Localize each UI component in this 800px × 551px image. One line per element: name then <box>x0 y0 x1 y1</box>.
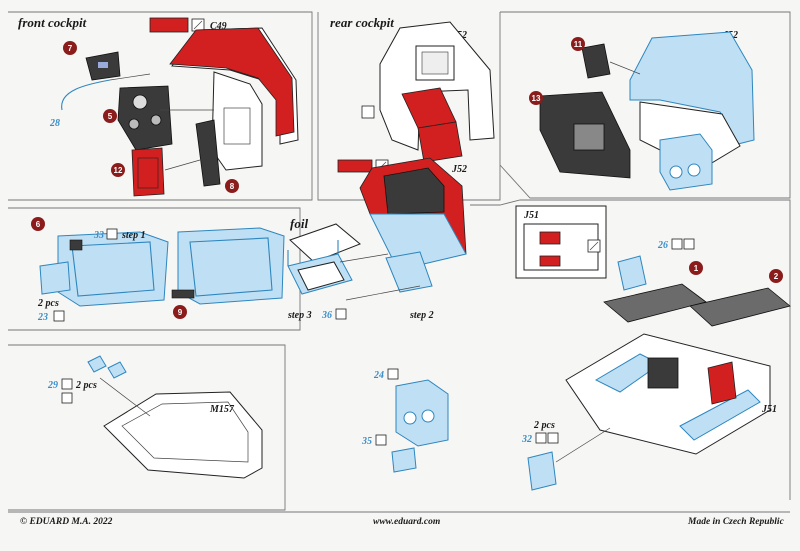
callout-13: 13 <box>529 91 543 105</box>
tub-j51: J51 <box>761 404 777 415</box>
check-icon <box>335 308 347 320</box>
wire-28 <box>61 79 111 111</box>
svg-text:11: 11 <box>574 40 583 49</box>
rear-box <box>659 133 713 191</box>
svg-text:12: 12 <box>114 166 123 175</box>
small-panel-11 <box>581 43 611 79</box>
svg-text:9: 9 <box>178 308 183 317</box>
check-icon <box>671 238 683 250</box>
canopy-part: M157 <box>209 404 235 415</box>
part-number-32: 32 <box>521 434 532 445</box>
decal-code: C49 <box>210 21 227 32</box>
front-cockpit-title: front cockpit <box>18 15 87 30</box>
side-panel-12 <box>131 147 165 197</box>
front-panel-cutout <box>211 71 263 171</box>
paint-icon <box>683 238 695 250</box>
check-icon <box>61 378 73 390</box>
tub-pcs: 2 pcs <box>533 420 555 431</box>
callout-5: 5 <box>103 109 117 123</box>
sill-pcs: 2 pcs <box>37 298 59 309</box>
part-number-26: 26 <box>657 240 668 251</box>
check-icon <box>53 310 65 322</box>
canopy-section: 29 2 pcs M157 <box>47 355 263 479</box>
part-number-23: 23 <box>37 312 48 323</box>
canopy-clip-right <box>107 361 127 379</box>
svg-text:7: 7 <box>68 44 73 53</box>
rear-cockpit-title: rear cockpit <box>330 15 394 30</box>
step-1-label: step 1 <box>121 230 146 241</box>
inset-j51: J51 <box>523 210 539 221</box>
rear-blue-sill <box>369 213 467 271</box>
copyright: © EDUARD M.A. 2022 <box>20 516 113 527</box>
callout-11: 11 <box>571 37 585 51</box>
rear-cockpit-section: rear cockpit J52 <box>330 15 495 173</box>
grille-part <box>391 447 417 473</box>
sill-section: 6 9 33 step 1 2 pcs 23 <box>31 217 285 323</box>
rear-frame-panel <box>379 21 495 151</box>
side-panel-8 <box>195 119 221 187</box>
seat-red <box>707 361 737 405</box>
tub-side-part <box>527 451 557 491</box>
part-number-35: 35 <box>361 436 372 447</box>
footer: © EDUARD M.A. 2022 www.eduard.com Made i… <box>20 516 785 527</box>
step-2-label: step 2 <box>409 310 434 321</box>
callout-8: 8 <box>225 179 239 193</box>
svg-text:8: 8 <box>230 182 235 191</box>
tub-section: J51 26 1 2 J51 2 pcs 32 <box>515 205 791 491</box>
rear-tub-part <box>385 251 433 293</box>
sill-end-left <box>39 261 71 295</box>
part-number-29: 29 <box>47 380 58 391</box>
callout-6: 6 <box>31 217 45 231</box>
section-frames <box>8 11 791 513</box>
svg-text:6: 6 <box>36 220 41 229</box>
foil-section: foil step 3 36 J52 step 2 <box>287 157 467 321</box>
box-part <box>395 379 449 447</box>
red-color-swatch-2 <box>337 159 373 173</box>
check-icon <box>535 432 547 444</box>
website[interactable]: www.eduard.com <box>373 517 440 527</box>
mesh-26 <box>617 255 647 291</box>
fold-icon <box>361 105 375 119</box>
callout-9: 9 <box>173 305 187 319</box>
origin: Made in Czech Republic <box>687 517 785 527</box>
canopy-clip-left <box>87 355 107 373</box>
part-number-28: 28 <box>49 118 60 129</box>
rear-red-j52: J52 <box>451 164 467 175</box>
check-icon <box>375 434 387 446</box>
svg-text:2: 2 <box>774 272 779 281</box>
seat-belt-2 <box>689 287 791 327</box>
svg-text:1: 1 <box>694 264 699 273</box>
canopy-frame <box>103 391 263 479</box>
check-icon <box>387 368 399 380</box>
part-number-24: 24 <box>373 370 384 381</box>
front-coaming-red <box>169 27 295 137</box>
box-section: 24 35 <box>361 368 449 473</box>
paint-icon <box>61 392 73 404</box>
check-icon <box>106 228 118 240</box>
foil-title: foil <box>290 216 308 231</box>
callout-2: 2 <box>769 269 783 283</box>
svg-text:5: 5 <box>108 112 113 121</box>
foil-sheet <box>289 223 361 263</box>
front-cockpit-section: front cockpit C49 7 5 12 8 2 <box>18 15 299 197</box>
red-color-swatch <box>149 17 189 33</box>
svg-text:13: 13 <box>532 94 541 103</box>
step-3-label: step 3 <box>287 310 312 321</box>
canopy-pcs: 2 pcs <box>75 380 97 391</box>
part-number-33: 33 <box>93 230 104 241</box>
paint-icon <box>547 432 559 444</box>
front-instrument-panel <box>117 85 173 151</box>
seat-belt-1 <box>603 283 707 323</box>
callout-12: 12 <box>111 163 125 177</box>
callout-1: 1 <box>689 261 703 275</box>
part-number-36: 36 <box>321 310 332 321</box>
callout-7: 7 <box>63 41 77 55</box>
rear-panel-section: J52 11 13 <box>529 30 755 191</box>
